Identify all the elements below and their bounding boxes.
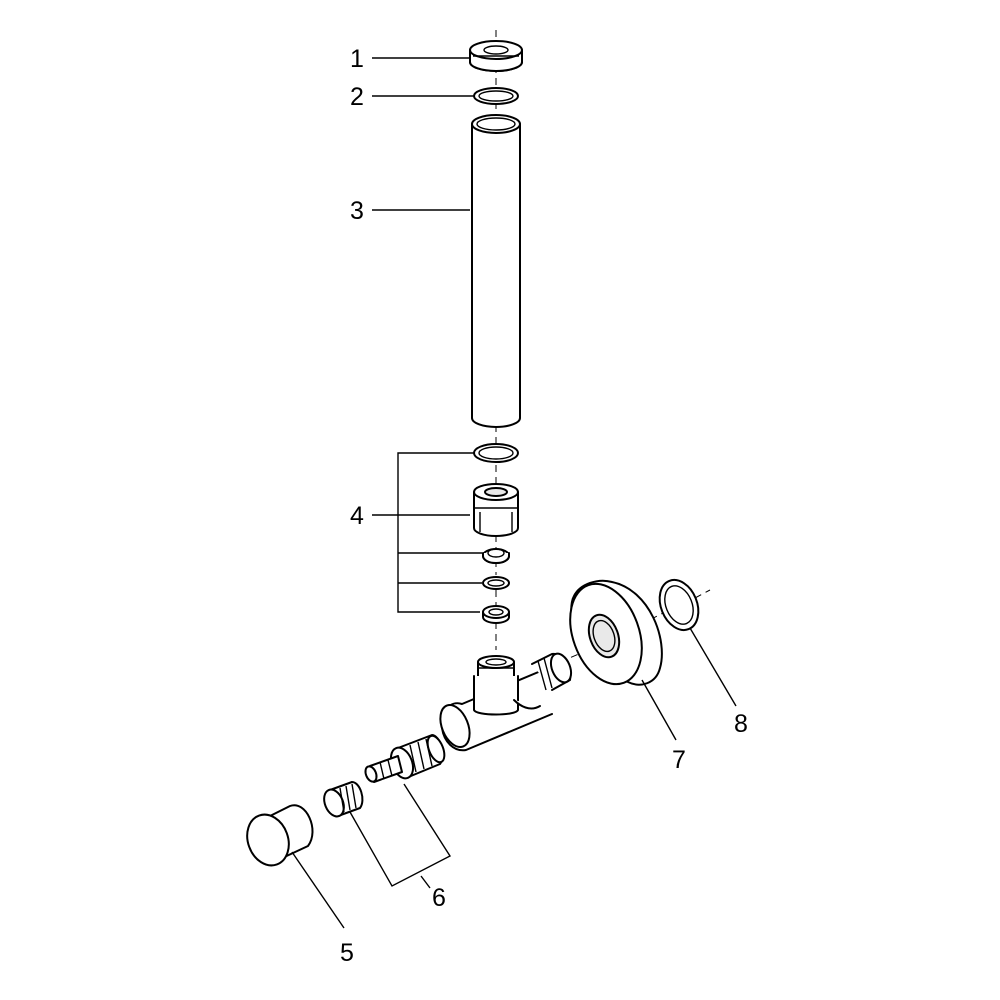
part-3-pipe: [471, 114, 521, 428]
callout-1: 1: [350, 45, 364, 73]
part-4-ring-a: [482, 548, 510, 564]
callout-labels: 1 2 3 4 5 6 7 8: [340, 45, 748, 967]
part-4-o-ring-top: [473, 443, 519, 463]
part-6-spline-adapter: [323, 781, 364, 818]
part-2-o-ring: [473, 87, 519, 105]
valve-body: [439, 652, 573, 752]
callout-4: 4: [350, 502, 364, 530]
part-1-cap-nut: [469, 40, 523, 72]
callout-7: 7: [672, 746, 686, 774]
callout-6: 6: [432, 884, 446, 912]
part-4-ring-c: [482, 605, 510, 624]
part-5-handle-cap: [246, 804, 314, 867]
part-4-ring-b: [482, 576, 510, 590]
callout-2: 2: [350, 83, 364, 111]
part-6-valve-cartridge: [364, 734, 446, 783]
part-8-gasket-ring: [658, 578, 700, 632]
callout-5: 5: [340, 939, 354, 967]
leader-lines: [291, 57, 737, 929]
callout-8: 8: [734, 710, 748, 738]
callout-3: 3: [350, 197, 364, 225]
part-4-compression-fitting: [473, 483, 519, 537]
part-7-wall-rosette: [569, 579, 663, 686]
